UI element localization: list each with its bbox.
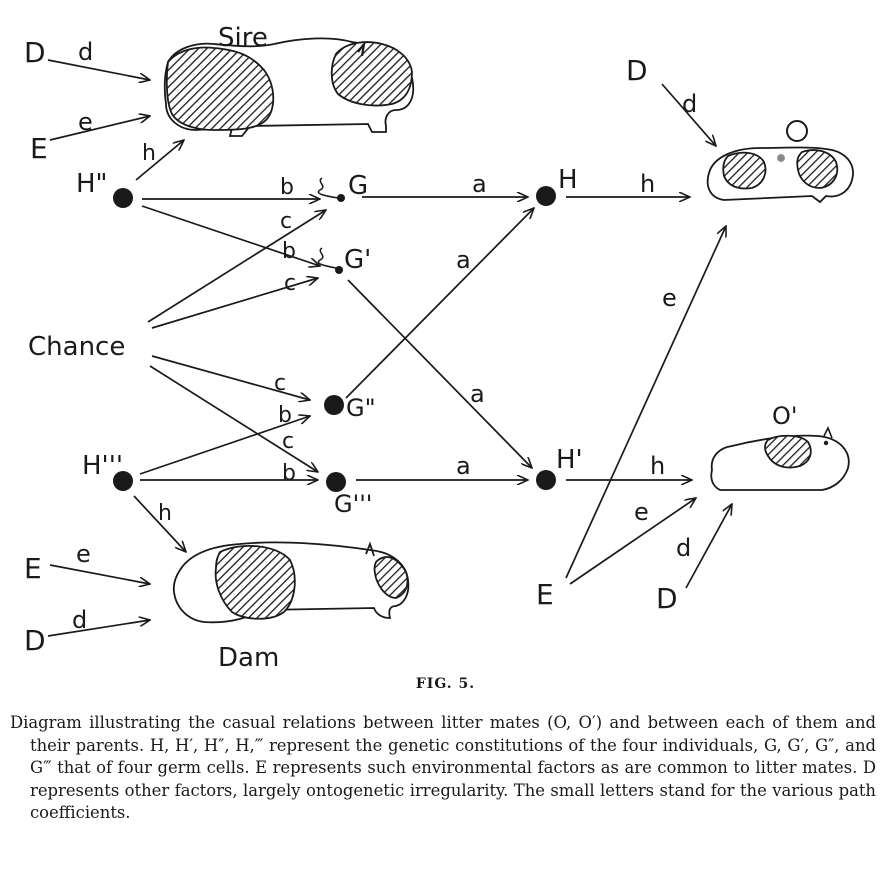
node-dot-g2 <box>324 395 344 415</box>
dam-label: Dam <box>218 643 279 673</box>
node-label-h1: H' <box>556 445 583 475</box>
figure-label: FIG. 5. <box>415 676 476 692</box>
arrow-e-to-o1 <box>569 498 696 585</box>
arrow-chance-to-g1 <box>151 278 318 329</box>
node-label-d-o: D <box>626 54 648 87</box>
node-dot-h <box>536 186 556 206</box>
node-label-d-o1: D <box>656 582 678 615</box>
arrow-d-to-o1 <box>685 504 732 589</box>
path-label-b-g: b <box>280 175 294 200</box>
arrow-d-to-o <box>661 83 716 146</box>
node-label-e-sire: E <box>30 132 48 165</box>
path-label-d-o1: d <box>676 534 691 562</box>
path-label-a-g3-h1: a <box>456 452 471 480</box>
figure-caption: Diagram illustrating the casual relation… <box>10 713 876 823</box>
sire-label: Sire <box>218 23 268 53</box>
arrow-g2-to-h <box>345 208 534 399</box>
path-label-e-dam: e <box>76 540 91 568</box>
arrow-chance-to-g2 <box>151 355 310 400</box>
node-label-d-sire: D <box>24 36 46 69</box>
path-label-c-g: c <box>280 209 292 234</box>
offspring-o-prime-label: O' <box>772 402 798 430</box>
node-label-e-common: E <box>536 578 554 611</box>
arrow-h3-to-g2 <box>139 416 310 475</box>
arrow-chance-to-g <box>147 210 326 323</box>
arrow-d-to-dam <box>47 620 150 637</box>
node-dot-g <box>337 194 345 202</box>
path-label-d-o: d <box>682 90 697 118</box>
arrow-d-to-sire <box>47 59 150 80</box>
offspring-o-guinea-pig <box>706 120 854 204</box>
node-label-chance: Chance <box>28 332 125 362</box>
node-dot-g1 <box>335 266 343 274</box>
path-diagram: Sire Dam O' D E H" Chance H''' E D G G' … <box>24 23 854 673</box>
path-label-a-g1-h1: a <box>470 380 485 408</box>
path-label-h-dam: h <box>158 501 172 526</box>
path-label-a-g-h: a <box>472 170 487 198</box>
arrow-chance-to-g3 <box>149 365 318 472</box>
path-label-c-g2: c <box>274 371 286 396</box>
sire-guinea-pig <box>163 37 415 137</box>
path-label-c-g3: c <box>282 429 294 454</box>
path-label-d-sire: d <box>78 38 93 66</box>
path-label-b-g2: b <box>278 403 292 428</box>
node-label-e-dam: E <box>24 552 42 585</box>
path-label-b-g3: b <box>282 461 296 486</box>
node-label-h3: H''' <box>82 451 123 481</box>
path-label-d-dam: d <box>72 606 87 634</box>
node-label-h: H <box>558 165 578 195</box>
node-dot-h1 <box>536 470 556 490</box>
node-label-g: G <box>348 171 368 201</box>
dam-guinea-pig <box>172 541 410 624</box>
path-label-e-o: e <box>662 284 677 312</box>
arrow-e-to-sire <box>49 116 150 141</box>
node-dot-h3 <box>113 471 133 491</box>
path-label-h-o: h <box>640 170 655 198</box>
offspring-o-prime-guinea-pig <box>710 426 850 491</box>
arrow-g1-to-h1 <box>347 279 532 468</box>
arrow-h-to-sire <box>135 140 184 181</box>
path-label-h-sire: h <box>142 141 156 166</box>
arrow-e-to-dam <box>49 564 150 584</box>
node-label-d-dam: D <box>24 624 46 657</box>
path-label-b-g1: b <box>282 239 296 264</box>
arrow-h-to-dam <box>133 495 186 552</box>
arrow-e-to-o <box>565 226 726 579</box>
arrow-h2-to-g1 <box>141 205 320 266</box>
node-label-h2: H" <box>76 169 108 199</box>
node-label-g2: G" <box>346 394 376 422</box>
path-label-e-sire: e <box>78 108 93 136</box>
path-label-h-o1: h <box>650 452 665 480</box>
node-dot-g3 <box>326 472 346 492</box>
path-label-a-g2-h: a <box>456 246 471 274</box>
node-label-g3: G''' <box>334 490 372 518</box>
node-dot-h2 <box>113 188 133 208</box>
path-label-e-o1: e <box>634 498 649 526</box>
node-label-g1: G' <box>344 245 371 275</box>
path-label-c-g1: c <box>284 271 296 296</box>
